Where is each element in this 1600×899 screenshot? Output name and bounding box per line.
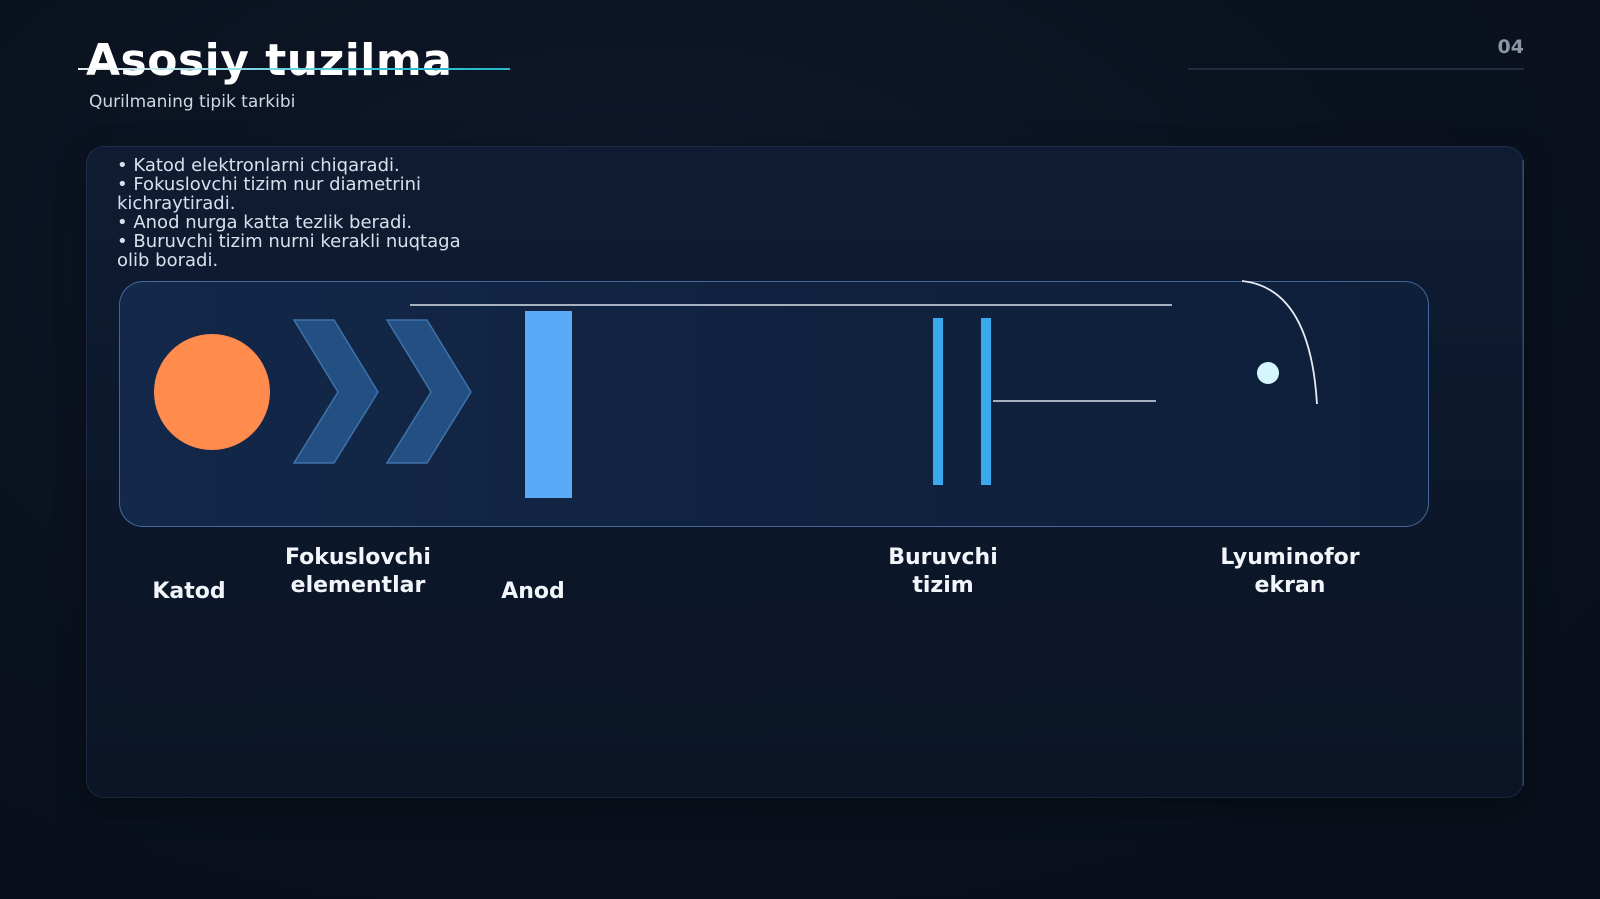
bullet-item: • Fokuslovchi tizim nur diametrini kichr… [117, 174, 422, 214]
page-title: Asosiy tuzilma [86, 35, 453, 86]
title-underline [78, 68, 510, 70]
diagram-box [119, 281, 1429, 527]
page-number-rule [1188, 68, 1524, 70]
label-screen: Lyuminofor ekran [1220, 545, 1360, 598]
label-focusing: Fokuslovchi elementlar [285, 545, 431, 598]
label-deflection: Buruvchi tizim [888, 545, 998, 598]
bullet-item: • Anod nurga katta tezlik beradi. [117, 212, 413, 233]
panel-edge-line [1522, 160, 1524, 786]
bullet-item: • Katod elektronlarni chiqaradi. [117, 155, 400, 176]
label-cathode: Katod [152, 579, 226, 604]
page-subtitle: Qurilmaning tipik tarkibi [89, 92, 296, 112]
bullet-item: • Buruvchi tizim nurni kerakli nuqtaga o… [117, 231, 461, 271]
bullet-list: • Katod elektronlarni chiqaradi. • Fokus… [117, 156, 497, 270]
label-anode: Anod [501, 579, 565, 604]
page-number: 04 [1497, 36, 1524, 58]
